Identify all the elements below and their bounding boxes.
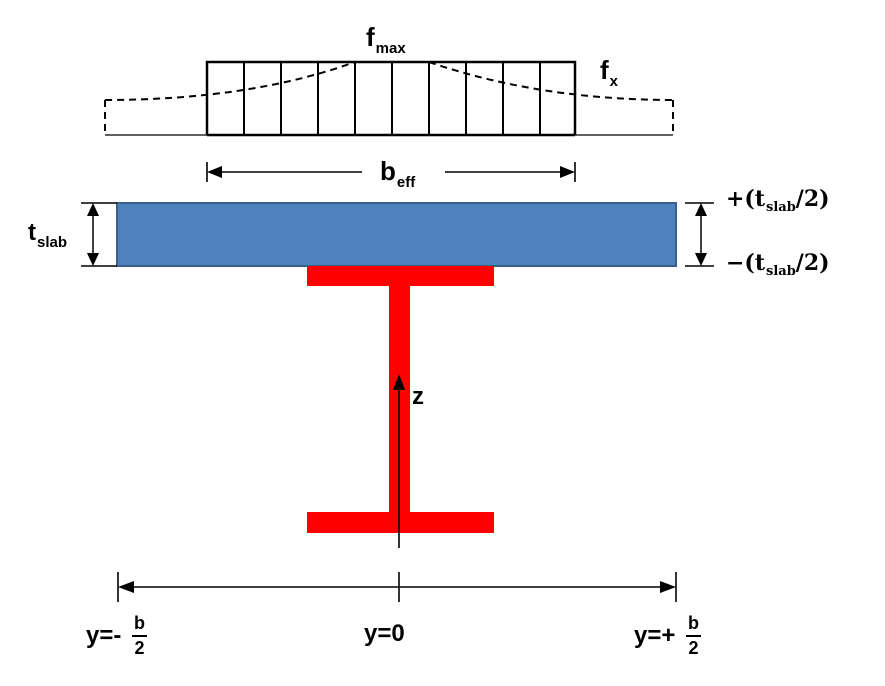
tslab-dimension-left — [81, 202, 117, 267]
z-axis — [393, 374, 405, 548]
y-center-label: y=0 — [364, 620, 405, 647]
stress-block — [205, 60, 577, 137]
fmax-label: fmax — [366, 22, 406, 57]
concrete-slab — [116, 202, 677, 267]
z-axis-arrow-icon — [393, 374, 405, 390]
stress-curve-left — [104, 61, 356, 101]
bottom-flange — [307, 512, 494, 533]
top-face-label: +(tslab/2) — [726, 186, 830, 215]
beff-arrow-left — [207, 166, 222, 178]
stress-curve-fx — [104, 61, 674, 135]
bottom-face-label: −(tslab/2) — [726, 250, 830, 279]
beff-dimension — [206, 162, 576, 182]
fx-label: fx — [600, 55, 619, 90]
beff-label: beff — [380, 156, 416, 191]
tslab-dimension-right — [685, 202, 714, 267]
stress-hatch-lines — [243, 62, 541, 135]
z-axis-label: z — [412, 383, 424, 410]
stress-curve-right — [428, 61, 674, 101]
top-flange — [307, 266, 494, 286]
beff-arrow-right — [560, 166, 575, 178]
steel-i-beam — [307, 266, 494, 533]
tslab-label: tslab — [28, 219, 68, 251]
b-dimension — [117, 572, 677, 602]
